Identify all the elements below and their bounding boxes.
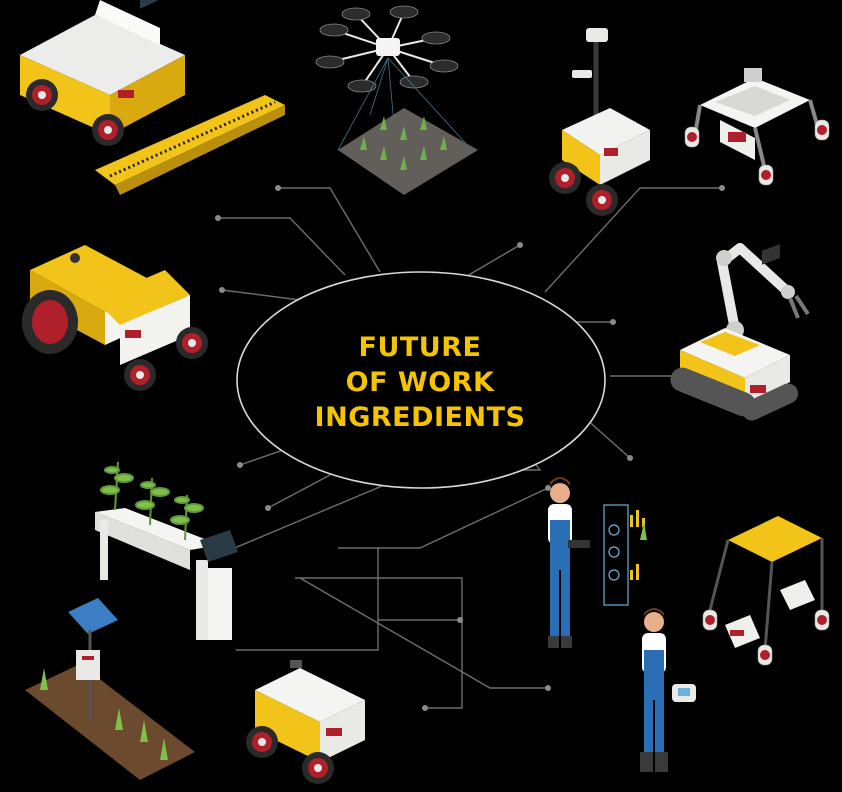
hub-title-line-3: INGREDIENTS <box>314 402 526 433</box>
hub-title: FUTURE OF WORK INGREDIENTS <box>300 330 540 435</box>
robotic-arm-crawler-icon <box>670 243 810 421</box>
solar-sensor-icon <box>25 598 195 780</box>
combine-harvester-icon <box>20 0 285 195</box>
connector-dots <box>215 185 725 711</box>
connector-lines <box>217 187 722 709</box>
hydroponic-farm-icon <box>95 461 238 640</box>
farmer-tablet-icon <box>548 477 647 648</box>
modular-robot-icon <box>702 244 830 666</box>
hub-ellipse <box>236 271 606 489</box>
drone-icon <box>315 5 478 195</box>
autonomous-tractor-icon <box>22 245 208 391</box>
sensor-robot-icon <box>549 28 650 216</box>
hub-title-line-1: FUTURE <box>358 332 482 363</box>
delivery-robot-icon <box>246 660 365 784</box>
operator-remote-icon <box>640 608 696 772</box>
field-robot-icon <box>684 68 830 186</box>
hub-title-line-2: OF WORK <box>345 367 495 398</box>
